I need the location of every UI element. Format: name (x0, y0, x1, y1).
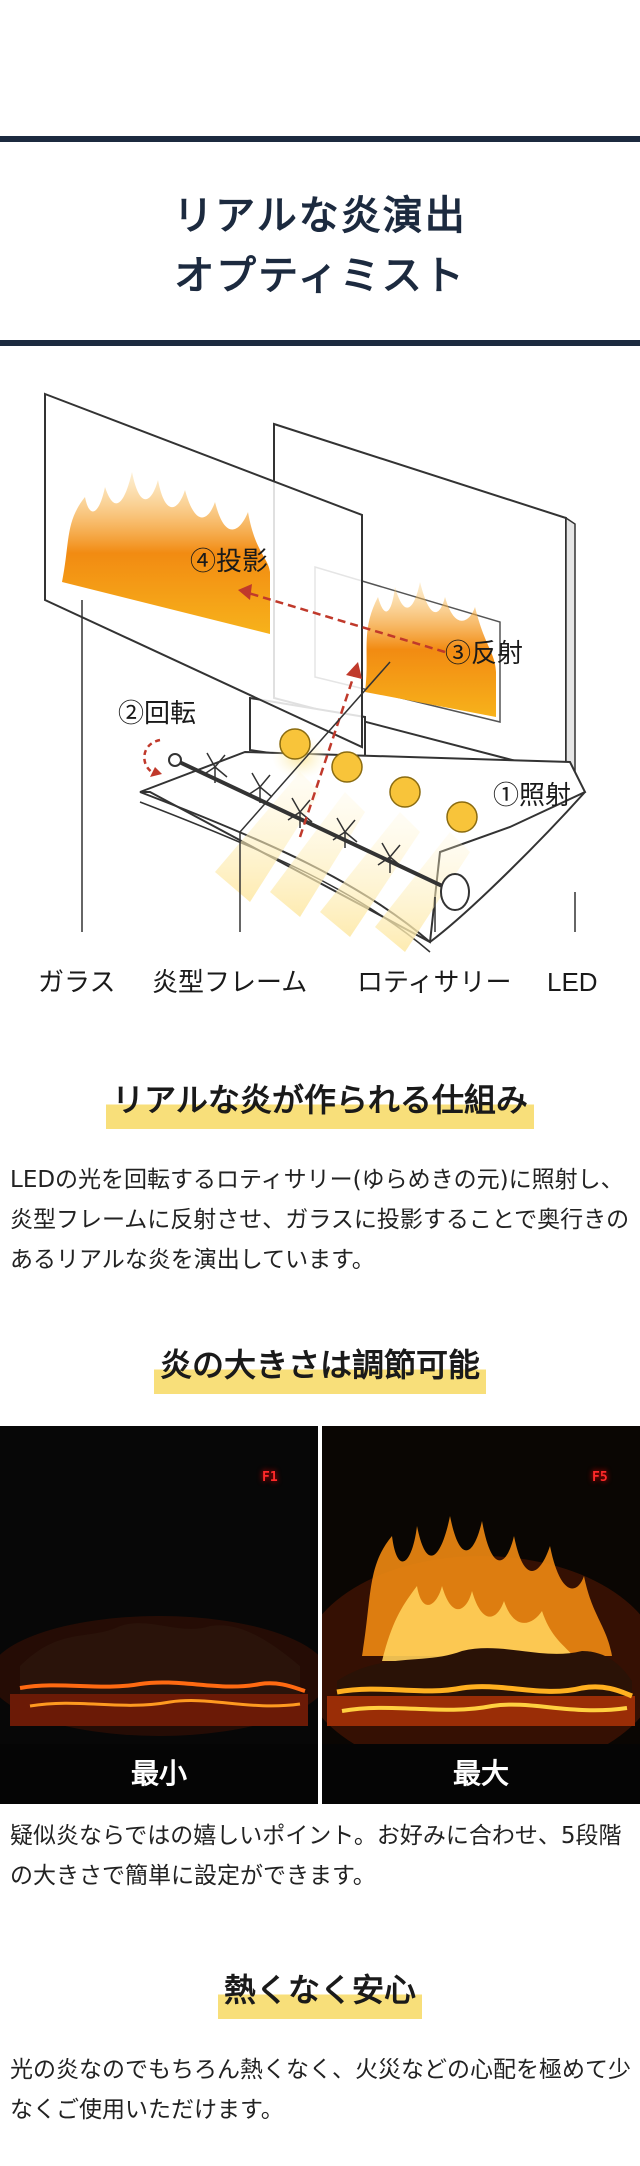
rotisserie (168, 752, 470, 911)
photo-min-image (0, 1426, 318, 1744)
section-body-mechanism: LEDの光を回転するロティサリー(ゆらめきの元)に照射し、炎型フレームに反射させ… (10, 1167, 630, 1273)
callout-illumination: ①照射 (493, 780, 571, 810)
bottom-rule (0, 340, 640, 346)
section-heading-flame-size-text: 炎の大きさは調節可能 (153, 1340, 486, 1394)
photo-min-label: 最小 (0, 1744, 318, 1804)
photo-min-badge: F1 (262, 1470, 278, 1485)
rotation-arrowhead (150, 767, 162, 777)
led-icon (279, 728, 478, 833)
page-title: リアルな炎演出 オプティミスト (0, 186, 640, 306)
page-title-line1: リアルな炎演出 (173, 193, 467, 239)
section-heading-mechanism: リアルな炎が作られる仕組み (0, 1075, 640, 1129)
leader-lines (81, 600, 576, 932)
photo-max: F5 最大 (322, 1426, 640, 1804)
rotation-arrow (143, 738, 161, 776)
photo-max-image (322, 1426, 640, 1744)
reflection-arrow (298, 671, 357, 838)
section-body-flame-size: 疑似炎ならではの嬉しいポイント。お好みに合わせ、5段階の大きさで簡単に設定ができ… (10, 1823, 622, 1889)
photo-max-badge: F5 (592, 1470, 608, 1485)
projection-arrow (244, 590, 446, 654)
photo-max-label: 最大 (322, 1744, 640, 1804)
optimyst-diagram: ④投影 ③反射 ②回転 ①照射 ガラス 炎型フレーム ロティサリー LED (38, 392, 598, 997)
callout-rotation: ②回転 (118, 698, 196, 728)
projection-arrowhead (238, 584, 252, 600)
callout-reflection: ③反射 (445, 638, 523, 668)
section-body-safety: 光の炎なのでもちろん熱くなく、火災などの心配を極めて少なくご使用いただけます。 (10, 2057, 631, 2123)
glass-panel (44, 392, 363, 749)
section-heading-safety-text: 熱くなく安心 (217, 1965, 422, 2019)
section-heading-mechanism-text: リアルな炎が作られる仕組み (106, 1075, 534, 1129)
callout-projection: ④投影 (190, 546, 268, 576)
label-rotisserie: ロティサリー (357, 967, 511, 997)
section-heading-safety: 熱くなく安心 (0, 1965, 640, 2019)
label-led: LED (547, 967, 598, 997)
label-flame-frame: 炎型フレーム (152, 967, 307, 997)
page-title-line2: オプティミスト (174, 253, 466, 299)
label-glass: ガラス (38, 967, 115, 997)
flame-size-photos: F1 最小 F5 最大 (0, 1426, 640, 1804)
photo-min: F1 最小 (0, 1426, 318, 1804)
section-heading-flame-size: 炎の大きさは調節可能 (0, 1340, 640, 1394)
top-rule (0, 136, 640, 142)
reflection-arrowhead (346, 662, 362, 679)
